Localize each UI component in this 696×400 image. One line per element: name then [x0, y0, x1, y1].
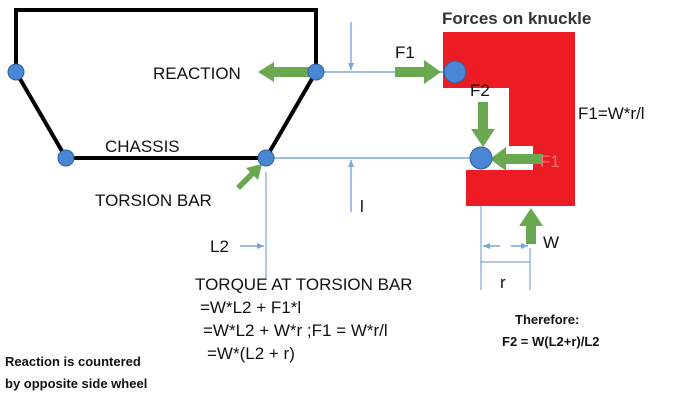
knuckle — [443, 32, 575, 206]
torsion-bar-arrow — [236, 164, 262, 190]
note-line-1: Reaction is countered — [5, 354, 141, 369]
f2-arrow — [471, 102, 495, 147]
f1-top-arrow — [395, 60, 441, 84]
torque-line-3: =W*(L2 + r) — [207, 344, 295, 363]
f2-label: F2 — [470, 81, 490, 100]
chassis-frame — [14, 8, 318, 160]
torque-line-2: =W*L2 + W*r ;F1 = W*r/l — [203, 321, 388, 340]
reaction-label: REACTION — [153, 64, 241, 83]
l2-label: L2 — [210, 237, 229, 256]
torque-heading: TORQUE AT TORSION BAR — [195, 275, 413, 294]
joint-lower-left — [57, 149, 75, 167]
f1-bottom-arrow — [490, 147, 543, 171]
torsion-bar-label: TORSION BAR — [95, 191, 212, 210]
therefore-result: F2 = W(L2+r)/L2 — [502, 334, 600, 349]
joint-lower-right — [257, 149, 275, 167]
r-label: r — [500, 273, 506, 292]
therefore-heading: Therefore: — [515, 312, 579, 327]
torque-line-1: =W*L2 + F1*l — [200, 298, 301, 317]
f1-equation: F1=W*r/l — [578, 104, 645, 123]
w-arrow — [519, 208, 543, 244]
diagram-title: Forces on knuckle — [442, 9, 591, 28]
knuckle-upper-joint — [443, 60, 467, 84]
knuckle-lower-joint — [469, 146, 493, 170]
note-line-2: by opposite side wheel — [5, 376, 147, 391]
reaction-arrow — [258, 62, 313, 82]
l-label: l — [360, 197, 364, 216]
w-label: W — [543, 233, 559, 252]
joint-upper-right — [307, 63, 325, 81]
joint-upper-left — [7, 63, 25, 81]
f1-top-label: F1 — [395, 43, 415, 62]
chassis-label: CHASSIS — [105, 137, 180, 156]
f1-bottom-label: F1 — [540, 152, 560, 171]
